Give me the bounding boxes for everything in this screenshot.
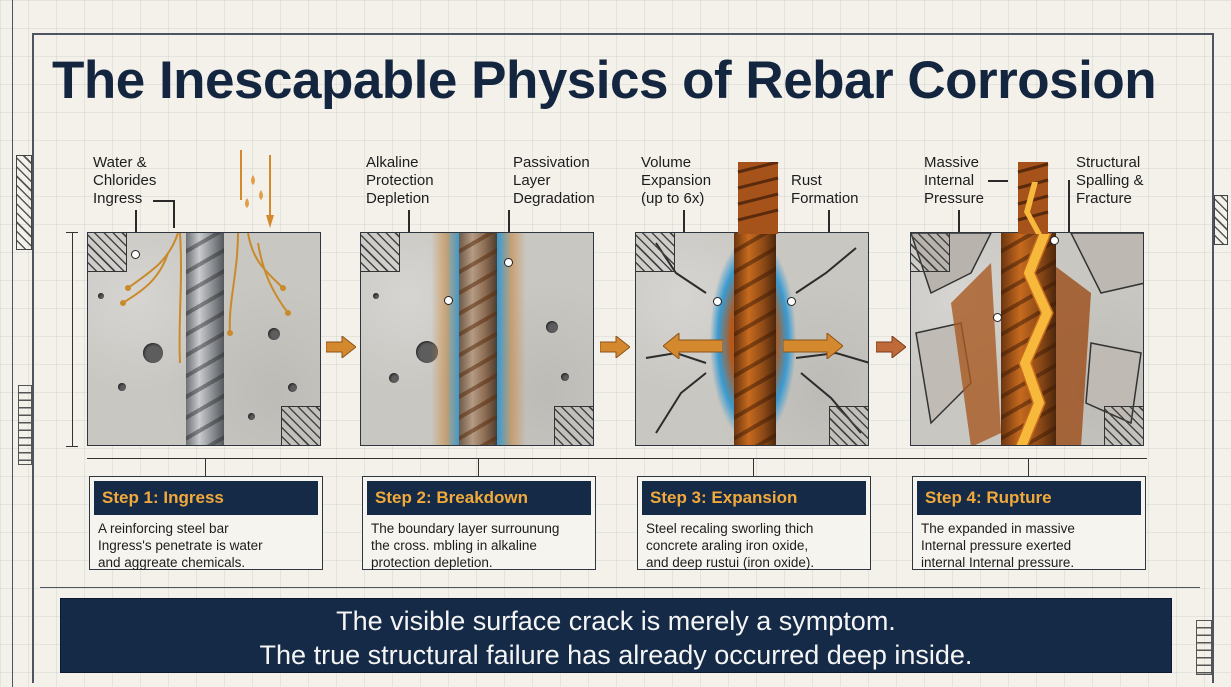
leader-line [153, 200, 173, 202]
summary-banner: The visible surface crack is merely a sy… [60, 598, 1172, 673]
rust-column-top [737, 162, 779, 234]
frame-hatch-right [1214, 195, 1228, 245]
callout-passivation-layer-degradation: Passivation Layer Degradation [513, 154, 595, 207]
concrete-pore [373, 293, 379, 299]
concrete-pore [268, 328, 280, 340]
dimension-line-tick [66, 446, 78, 447]
callout-structural-spalling-fracture: Structural Spalling & Fracture [1076, 154, 1144, 207]
concrete-pore [248, 413, 255, 420]
concrete-pore [98, 293, 104, 299]
dimension-line-tick [66, 232, 78, 233]
corner-hatch-icon [636, 233, 675, 272]
step-caption-card: Step 4: Rupture The expanded in massive … [912, 476, 1146, 570]
frame-line-top [32, 33, 1212, 35]
water-droplets-icon [240, 150, 274, 228]
callout-volume-expansion: Volume Expansion (up to 6x) [641, 154, 712, 207]
concrete-pore [561, 373, 569, 381]
concrete-pore [389, 373, 399, 383]
frame-ladder-left [18, 385, 32, 465]
dimension-line-horizontal [87, 458, 1147, 459]
step-1: Water & Chlorides Ingress Step 1: Ingres… [85, 150, 325, 580]
step-heading: Step 4: Rupture [917, 481, 1141, 515]
frame-hatch-left [16, 155, 32, 250]
frame-line-inner-left [12, 0, 13, 687]
flow-arrow-icon [600, 336, 630, 358]
step-description: Steel recaling sworling thich concrete a… [646, 521, 815, 570]
callout-marker-dot [1050, 236, 1059, 245]
step-4: Massive Internal Pressure Structural Spa… [908, 150, 1148, 580]
step-2: Alkaline Protection Depletion Passivatio… [358, 150, 598, 580]
callout-marker-dot [713, 297, 722, 306]
callout-water-chlorides-ingress: Water & Chlorides Ingress [93, 154, 157, 207]
corner-hatch-icon [1104, 406, 1143, 445]
corner-hatch-icon [829, 406, 868, 445]
fracture-glow-crack [1015, 233, 1054, 445]
callout-rust-formation: Rust Formation [791, 172, 859, 207]
step-caption-card: Step 2: Breakdown The boundary layer sur… [362, 476, 596, 570]
concrete-pore [143, 343, 163, 363]
step-description: A reinforcing steel bar Ingress's penetr… [98, 521, 263, 570]
frame-line-left [32, 33, 34, 683]
concrete-pore [288, 383, 297, 392]
corner-hatch-icon [281, 406, 320, 445]
leader-line [1068, 180, 1070, 235]
spalling-fractures [911, 233, 1143, 445]
page-title: The Inescapable Physics of Rebar Corrosi… [52, 51, 1157, 110]
step-heading: Step 3: Expansion [642, 481, 866, 515]
corner-hatch-icon [554, 406, 593, 445]
leader-line [988, 180, 1008, 182]
summary-line-1: The visible surface crack is merely a sy… [336, 606, 896, 636]
concrete-cross-section [87, 232, 321, 446]
frame-line-right [1212, 33, 1214, 683]
step-3: Volume Expansion (up to 6x) Rust Formati… [633, 150, 873, 580]
dimension-line-tick [205, 458, 206, 476]
dimension-line-vertical [72, 232, 73, 446]
summary-line-2: The true structural failure has already … [259, 640, 973, 670]
frame-line-bottom [40, 587, 1200, 588]
step-description: The expanded in massive Internal pressur… [921, 521, 1075, 570]
step-heading: Step 1: Ingress [94, 481, 318, 515]
callout-marker-dot [787, 297, 796, 306]
corner-hatch-icon [88, 233, 127, 272]
steel-rebar [186, 233, 224, 445]
step-description: The boundary layer surrounung the cross.… [371, 521, 560, 570]
corner-hatch-icon [911, 233, 950, 272]
rusted-rebar [734, 233, 776, 445]
ruptured-rebar-top [1017, 162, 1049, 234]
callout-alkaline-protection-depletion: Alkaline Protection Depletion [366, 154, 434, 207]
flow-arrow-icon [876, 336, 906, 358]
concrete-pore [118, 383, 126, 391]
dimension-line-tick [1028, 458, 1029, 476]
expansion-arrow-left-icon [663, 333, 723, 359]
dimension-line-tick [478, 458, 479, 476]
corner-hatch-icon [361, 233, 400, 272]
callout-marker-dot [131, 250, 140, 259]
callout-massive-internal-pressure: Massive Internal Pressure [924, 154, 985, 207]
callout-marker-dot [504, 258, 513, 267]
dimension-line-tick [753, 458, 754, 476]
callout-marker-dot [993, 313, 1002, 322]
flow-arrow-icon [326, 336, 356, 358]
chloride-ingress-paths [120, 233, 291, 364]
concrete-pore [546, 321, 558, 333]
concrete-cross-section [360, 232, 594, 446]
step-caption-card: Step 3: Expansion Steel recaling sworlin… [637, 476, 871, 570]
leader-line [173, 200, 175, 228]
frame-ladder-right [1196, 620, 1212, 675]
step-caption-card: Step 1: Ingress A reinforcing steel bar … [89, 476, 323, 570]
fractured-concrete-cross-section [910, 232, 1144, 446]
steel-rebar [459, 233, 497, 445]
callout-marker-dot [444, 296, 453, 305]
expansion-arrow-right-icon [783, 333, 843, 359]
step-heading: Step 2: Breakdown [367, 481, 591, 515]
